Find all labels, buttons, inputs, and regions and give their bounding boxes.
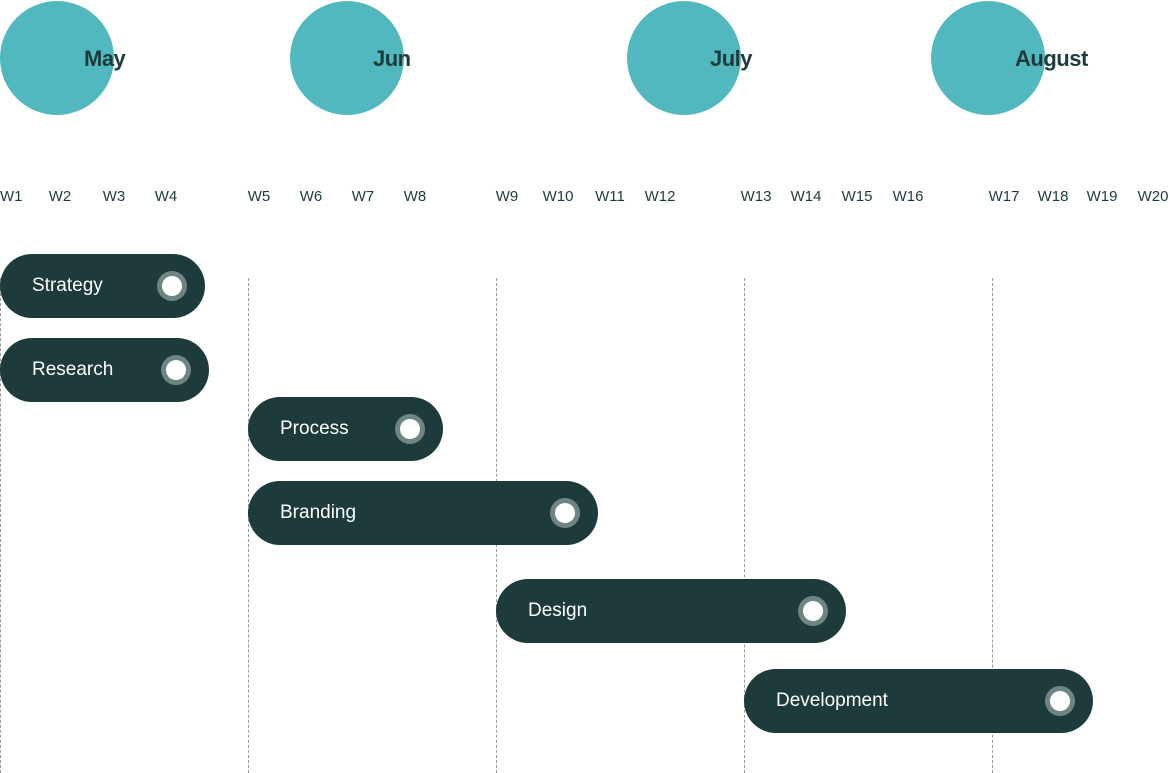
task-bar[interactable]: Branding bbox=[248, 481, 598, 545]
week-tick-label: W2 bbox=[48, 188, 72, 205]
week-tick-label: W9 bbox=[495, 188, 519, 205]
task-label: Strategy bbox=[32, 275, 103, 296]
week-tick-label: W18 bbox=[1037, 188, 1069, 205]
month-circle bbox=[627, 1, 741, 115]
task-end-handle[interactable] bbox=[798, 596, 828, 626]
week-tick-label: W10 bbox=[542, 188, 574, 205]
task-label: Branding bbox=[280, 502, 357, 523]
task-label: Research bbox=[32, 359, 114, 380]
week-tick-label: W12 bbox=[644, 188, 676, 205]
week-tick-label: W20 bbox=[1137, 188, 1169, 205]
week-tick-label: W3 bbox=[102, 188, 126, 205]
month-divider-line bbox=[744, 278, 745, 773]
task-end-handle[interactable] bbox=[1045, 686, 1075, 716]
week-tick-label: W17 bbox=[988, 188, 1020, 205]
task-bar[interactable]: Research bbox=[0, 338, 209, 402]
week-tick-label: W8 bbox=[403, 188, 427, 205]
week-tick-label: W16 bbox=[892, 188, 924, 205]
week-tick-label: W15 bbox=[841, 188, 873, 205]
task-end-handle[interactable] bbox=[550, 498, 580, 528]
task-label: Process bbox=[280, 418, 349, 439]
task-end-handle[interactable] bbox=[157, 271, 187, 301]
week-tick-label: W14 bbox=[790, 188, 822, 205]
week-tick-label: W4 bbox=[154, 188, 178, 205]
task-label: Design bbox=[528, 600, 588, 621]
task-label: Development bbox=[776, 690, 888, 711]
month-divider-line bbox=[248, 278, 249, 773]
month-label: May bbox=[84, 46, 126, 71]
week-tick-label: W13 bbox=[740, 188, 772, 205]
week-tick-label: W7 bbox=[351, 188, 375, 205]
month-label: Jun bbox=[373, 46, 411, 71]
task-end-handle[interactable] bbox=[395, 414, 425, 444]
month-circle bbox=[0, 1, 114, 115]
month-divider-line bbox=[0, 278, 1, 773]
task-bar[interactable]: Design bbox=[496, 579, 846, 643]
month-circle bbox=[290, 1, 404, 115]
task-bar[interactable]: Process bbox=[248, 397, 443, 461]
week-tick-label: W6 bbox=[299, 188, 323, 205]
task-end-handle[interactable] bbox=[161, 355, 191, 385]
week-tick-label: W1 bbox=[0, 188, 23, 205]
month-label: August bbox=[1015, 46, 1088, 71]
week-tick-label: W5 bbox=[247, 188, 271, 205]
month-label: July bbox=[710, 46, 753, 71]
week-tick-label: W19 bbox=[1086, 188, 1118, 205]
task-bar[interactable]: Strategy bbox=[0, 254, 205, 318]
week-tick-label: W11 bbox=[595, 188, 625, 205]
month-divider-line bbox=[992, 278, 993, 773]
task-bar[interactable]: Development bbox=[744, 669, 1093, 733]
month-circle bbox=[931, 1, 1045, 115]
